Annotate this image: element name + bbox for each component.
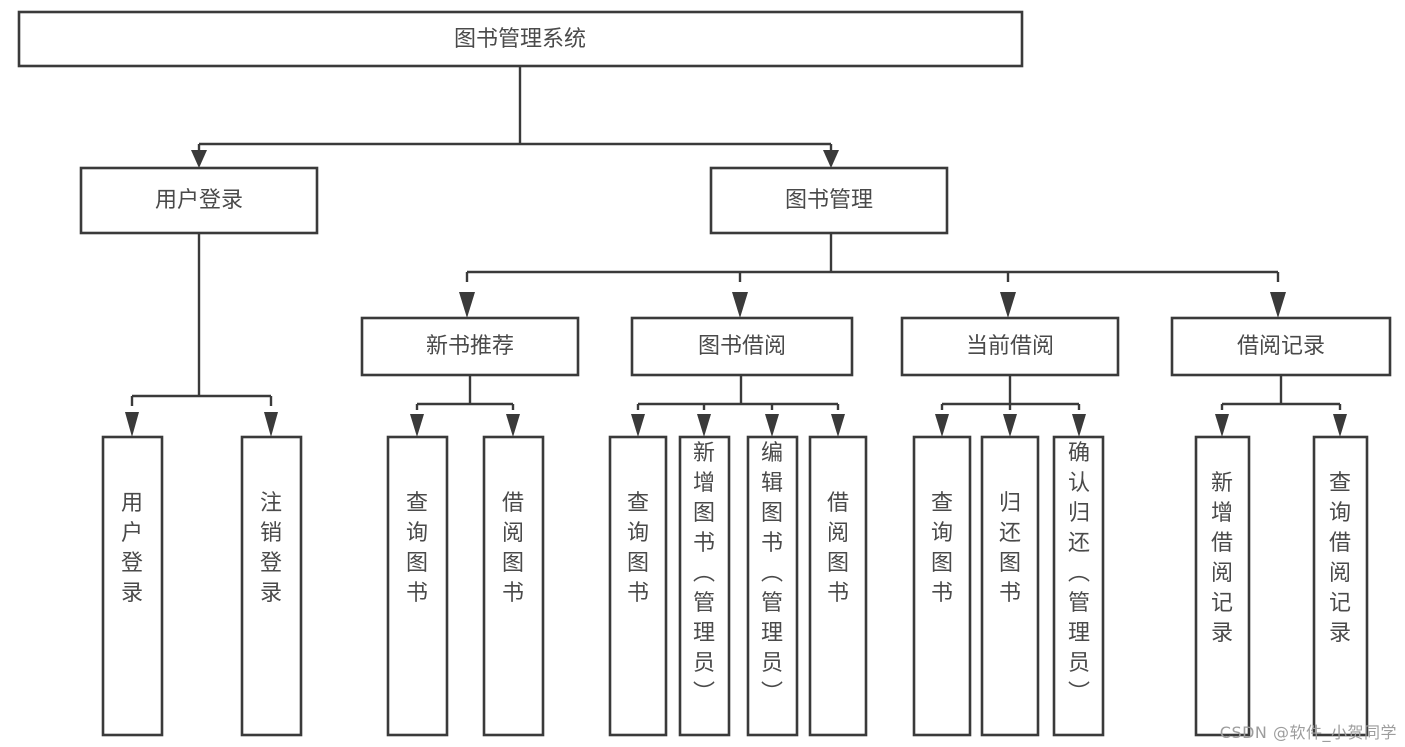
node-book-borrow-box[interactable] bbox=[630, 316, 854, 377]
node-book-borrow[interactable]: 图书借阅 bbox=[630, 316, 854, 377]
arrow-icon-currentborrow-leaf-1 bbox=[935, 414, 949, 437]
leaf-node-query-record[interactable]: 查询借阅记录 bbox=[1312, 435, 1369, 737]
connectors-layer bbox=[125, 66, 1347, 437]
arrow-icon-leaf-user-login bbox=[125, 412, 139, 437]
arrow-icon-borrow-record bbox=[1270, 292, 1286, 318]
arrow-icon-bookborrow-leaf-2 bbox=[697, 414, 711, 437]
leaf-node-borrow-query-label: 查询图书 bbox=[627, 491, 649, 606]
arrow-icon-book-borrow bbox=[732, 292, 748, 318]
watermark-label: CSDN @软件_小贺同学 bbox=[1219, 723, 1397, 742]
arrow-icon-new-book-rec bbox=[459, 292, 475, 318]
arrow-icon-user-login bbox=[191, 150, 207, 168]
arrow-icon-currentborrow-leaf-2 bbox=[1003, 414, 1017, 437]
leaf-node-current-query[interactable]: 查询图书 bbox=[912, 435, 972, 737]
node-book-management[interactable]: 图书管理 bbox=[709, 166, 949, 235]
leaf-node-confirm-return-label: 确认归还︵管理员︶ bbox=[1068, 441, 1090, 706]
arrow-icon-current-borrow bbox=[1000, 292, 1016, 318]
leaf-node-confirm-return[interactable]: 确认归还︵管理员︶ bbox=[1052, 435, 1105, 737]
leaf-node-user-login-box[interactable] bbox=[101, 435, 164, 737]
node-new-book-recommend[interactable]: 新书推荐 bbox=[360, 316, 580, 377]
leaf-node-user-login-label: 用户登录 bbox=[121, 491, 143, 606]
leaf-node-add-book-label: 新增图书︵管理员︶ bbox=[693, 441, 715, 706]
node-root[interactable]: 图书管理系统 bbox=[17, 10, 1024, 68]
leaf-node-logout-label: 注销登录 bbox=[260, 491, 282, 606]
leaf-node-query-record-box[interactable] bbox=[1312, 435, 1369, 737]
leaf-node-logout[interactable]: 注销登录 bbox=[240, 435, 303, 737]
node-current-borrow[interactable]: 当前借阅 bbox=[900, 316, 1120, 377]
leaf-node-borrow-query[interactable]: 查询图书 bbox=[608, 435, 668, 737]
leaf-node-edit-book-box[interactable] bbox=[746, 435, 799, 737]
arrow-icon-bookborrow-leaf-1 bbox=[631, 414, 645, 437]
node-root-label: 图书管理系统 bbox=[454, 27, 586, 52]
leaf-node-newbook-query-label: 查询图书 bbox=[406, 491, 428, 606]
leaf-node-add-book-box[interactable] bbox=[678, 435, 731, 737]
leaf-node-current-query-label: 查询图书 bbox=[931, 491, 953, 606]
leaf-node-newbook-query-box[interactable] bbox=[386, 435, 449, 737]
leaf-node-borrow-book-box[interactable] bbox=[808, 435, 868, 737]
leaf-node-add-record[interactable]: 新增借阅记录 bbox=[1194, 435, 1251, 737]
leaf-node-add-record-label: 新增借阅记录 bbox=[1211, 471, 1233, 646]
leaf-node-newbook-borrow-box[interactable] bbox=[482, 435, 545, 737]
leaf-node-add-book[interactable]: 新增图书︵管理员︶ bbox=[678, 435, 731, 737]
leaf-node-borrow-book-label: 借阅图书 bbox=[827, 491, 849, 606]
arrow-icon-book-mgmt bbox=[823, 150, 839, 168]
leaf-node-borrow-book[interactable]: 借阅图书 bbox=[808, 435, 868, 737]
leaf-node-query-record-label: 查询借阅记录 bbox=[1329, 471, 1351, 646]
node-borrow-record-box[interactable] bbox=[1170, 316, 1392, 377]
node-book-management-box[interactable] bbox=[709, 166, 949, 235]
leaf-node-edit-book-label: 编辑图书︵管理员︶ bbox=[761, 441, 783, 706]
node-book-borrow-label: 图书借阅 bbox=[698, 334, 786, 359]
leaf-node-newbook-borrow[interactable]: 借阅图书 bbox=[482, 435, 545, 737]
arrow-icon-bookborrow-leaf-4 bbox=[831, 414, 845, 437]
node-user-login-box[interactable] bbox=[79, 166, 319, 235]
arrow-icon-bookborrow-leaf-3 bbox=[765, 414, 779, 437]
node-current-borrow-box[interactable] bbox=[900, 316, 1120, 377]
leaf-node-logout-box[interactable] bbox=[240, 435, 303, 737]
arrow-icon-borrowrecord-leaf-1 bbox=[1215, 414, 1229, 437]
node-user-login[interactable]: 用户登录 bbox=[79, 166, 319, 235]
arrow-icon-currentborrow-leaf-3 bbox=[1072, 414, 1086, 437]
leaf-node-edit-book[interactable]: 编辑图书︵管理员︶ bbox=[746, 435, 799, 737]
leaf-node-newbook-query[interactable]: 查询图书 bbox=[386, 435, 449, 737]
leaf-node-newbook-borrow-label: 借阅图书 bbox=[502, 491, 524, 606]
node-borrow-record[interactable]: 借阅记录 bbox=[1170, 316, 1392, 377]
leaf-node-return-book[interactable]: 归还图书 bbox=[980, 435, 1040, 737]
leaf-node-return-book-label: 归还图书 bbox=[999, 491, 1021, 606]
arrow-icon-newbook-leaf-1 bbox=[410, 414, 424, 437]
arrow-icon-borrowrecord-leaf-2 bbox=[1333, 414, 1347, 437]
node-new-book-recommend-box[interactable] bbox=[360, 316, 580, 377]
leaf-node-current-query-box[interactable] bbox=[912, 435, 972, 737]
node-new-book-recommend-label: 新书推荐 bbox=[426, 334, 514, 359]
leaf-node-user-login[interactable]: 用户登录 bbox=[101, 435, 164, 737]
leaf-node-confirm-return-box[interactable] bbox=[1052, 435, 1105, 737]
arrow-icon-newbook-leaf-2 bbox=[506, 414, 520, 437]
arrow-icon-leaf-logout bbox=[264, 412, 278, 437]
node-current-borrow-label: 当前借阅 bbox=[966, 334, 1054, 359]
leaf-node-borrow-query-box[interactable] bbox=[608, 435, 668, 737]
leaf-node-return-book-box[interactable] bbox=[980, 435, 1040, 737]
leaf-node-add-record-box[interactable] bbox=[1194, 435, 1251, 737]
node-root-box[interactable] bbox=[17, 10, 1024, 68]
node-user-login-label: 用户登录 bbox=[155, 188, 243, 213]
node-borrow-record-label: 借阅记录 bbox=[1237, 334, 1325, 359]
node-book-management-label: 图书管理 bbox=[785, 188, 873, 213]
